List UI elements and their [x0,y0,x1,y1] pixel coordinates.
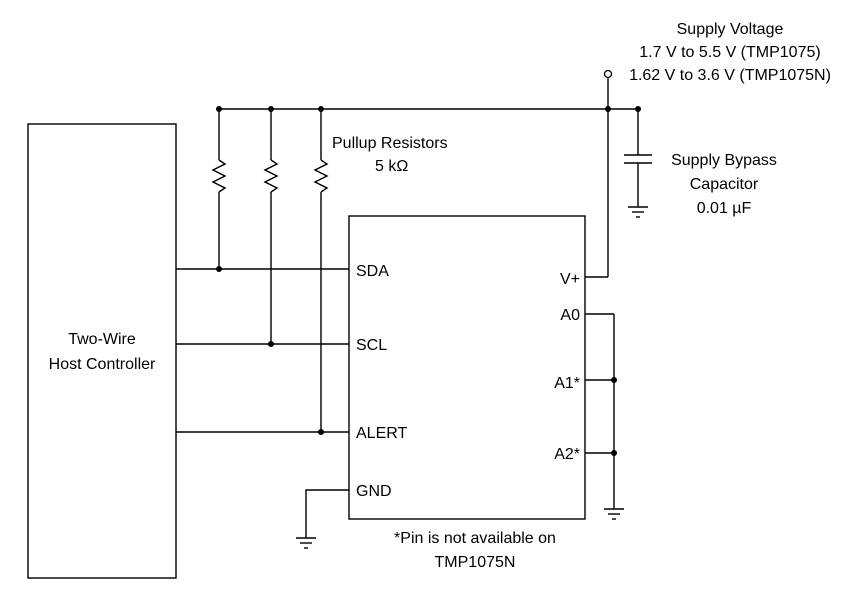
pin-vplus-label: V+ [560,271,580,288]
footnote-line2: TMP1075N [435,554,516,571]
pin-a2-label: A2* [554,446,580,463]
junction-dot [268,341,274,347]
sensor-chip-box [348,215,586,520]
host-controller-box [27,123,177,579]
junction-dot [216,266,222,272]
resistor-icon [263,109,279,344]
pin-gnd-label: GND [356,483,392,500]
bypass-label-line2: Capacitor [690,176,759,193]
bypass-value: 0.01 µF [697,200,752,217]
pin-scl-label: SCL [356,337,387,354]
supply-range-1: 1.7 V to 5.5 V (TMP1075) [639,44,820,61]
supply-range-2: 1.62 V to 3.6 V (TMP1075N) [629,67,831,84]
resistor-icon [313,109,329,432]
junction-dot [268,106,274,112]
junction-dot [216,106,222,112]
junction-dot [318,106,324,112]
ground-icon [296,537,316,549]
pin-a0-label: A0 [560,307,580,324]
resistor-icon [211,109,227,269]
supply-title: Supply Voltage [677,21,784,38]
pullup-value: 5 kΩ [375,158,408,175]
pin-sda-label: SDA [356,263,389,280]
junction-dot [611,450,617,456]
host-label-line1: Two-Wire [68,331,136,348]
ground-icon [604,508,624,520]
junction-dot [318,429,324,435]
pullup-title: Pullup Resistors [332,135,448,152]
junction-dot [611,377,617,383]
supply-terminal-icon [603,69,613,79]
capacitor-icon [624,109,652,207]
gnd-wire [305,489,349,538]
pin-alert-label: ALERT [356,425,408,442]
footnote-line1: *Pin is not available on [394,530,556,547]
ground-icon [628,206,648,218]
pin-a1-label: A1* [554,375,580,392]
host-label-line2: Host Controller [49,356,156,373]
bypass-label-line1: Supply Bypass [671,152,777,169]
